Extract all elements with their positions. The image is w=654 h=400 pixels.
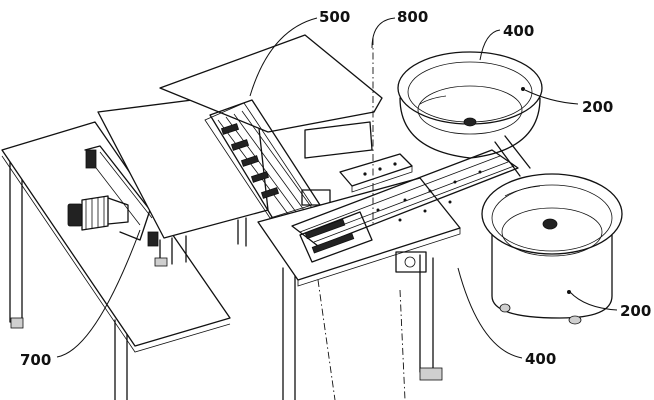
label-500: 500 bbox=[319, 8, 350, 26]
sensor-block bbox=[85, 149, 97, 169]
left-table bbox=[1, 121, 231, 400]
label-200-bottom: 200 bbox=[620, 302, 651, 320]
middle-table bbox=[97, 34, 383, 247]
bowl-bottom-hub bbox=[542, 218, 558, 230]
feeder-bowl-bottom bbox=[481, 173, 623, 325]
track-rail bbox=[291, 149, 519, 247]
bowl-bottom-rim bbox=[481, 173, 623, 255]
gripper bbox=[304, 218, 346, 240]
right-table bbox=[257, 149, 519, 400]
label-400-bottom: 400 bbox=[525, 350, 556, 368]
right-tabletop bbox=[257, 177, 461, 281]
motor-end bbox=[67, 203, 83, 227]
right-foot bbox=[419, 367, 443, 381]
actuator bbox=[395, 251, 427, 273]
rear-plate bbox=[159, 34, 383, 133]
bowl-bottom-base bbox=[491, 234, 613, 319]
bowl-top-rim bbox=[397, 51, 543, 125]
label-800: 800 bbox=[397, 8, 428, 26]
label-200-top: 200 bbox=[582, 98, 613, 116]
label-400-top: 400 bbox=[503, 22, 534, 40]
bowl-top-hub bbox=[463, 117, 477, 127]
left-tabletop bbox=[1, 121, 231, 347]
feeder-bowl-top bbox=[397, 51, 543, 177]
label-700: 700 bbox=[20, 351, 51, 369]
block-800 bbox=[339, 153, 413, 187]
left-foot bbox=[10, 317, 24, 329]
